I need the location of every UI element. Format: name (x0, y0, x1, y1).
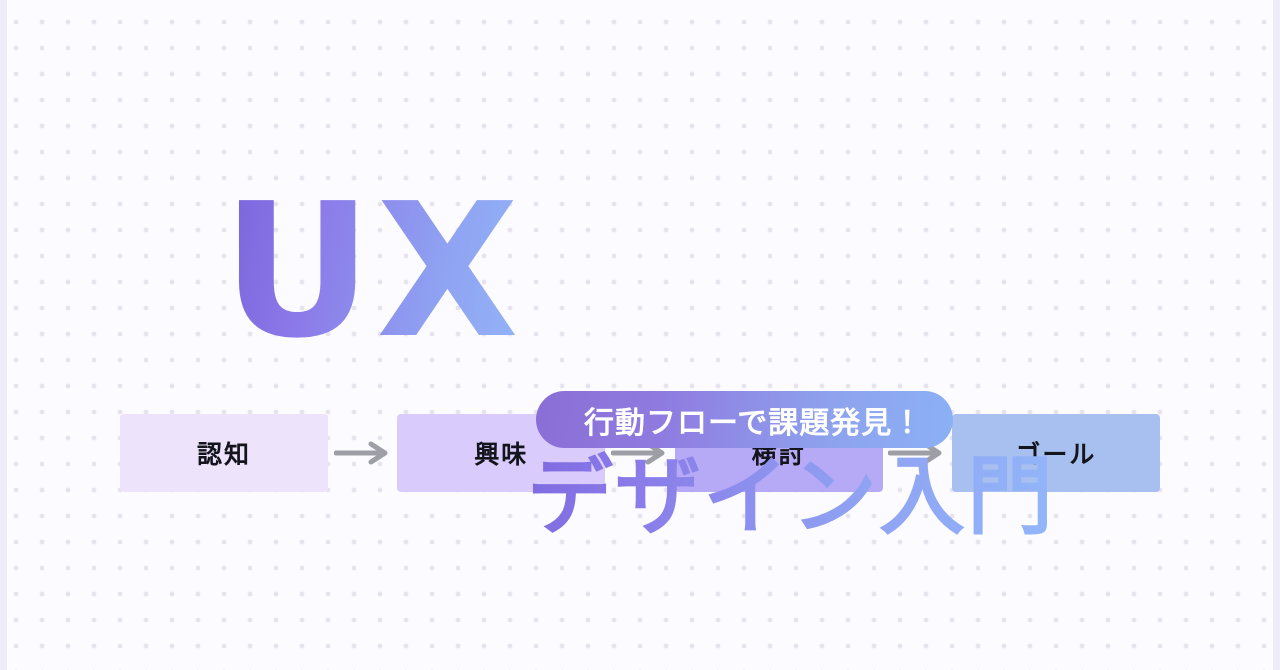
flow-step-label: 興味 (474, 440, 529, 469)
headline-block: UX 行動フローで課題発見！ デザイン入門 (0, 163, 1280, 546)
flow-step-awareness: 認知 (120, 414, 328, 492)
tagline-badge: 行動フローで課題発見！ (536, 391, 954, 448)
journey-flow: 認知 興味 検討 ゴール (120, 414, 1160, 492)
flow-step-goal: ゴール (951, 414, 1160, 492)
subtitle-heading: デザイン入門 (527, 447, 1055, 547)
flow-step-label: 認知 (196, 440, 251, 469)
arrow-right-icon (333, 438, 393, 468)
right-edge-band (1273, 0, 1280, 670)
flow-step-interest: 興味 (397, 414, 606, 492)
ux-wordmark: UX (222, 163, 523, 379)
left-edge-band (0, 0, 7, 670)
flow-step-label: ゴール (1015, 440, 1097, 469)
